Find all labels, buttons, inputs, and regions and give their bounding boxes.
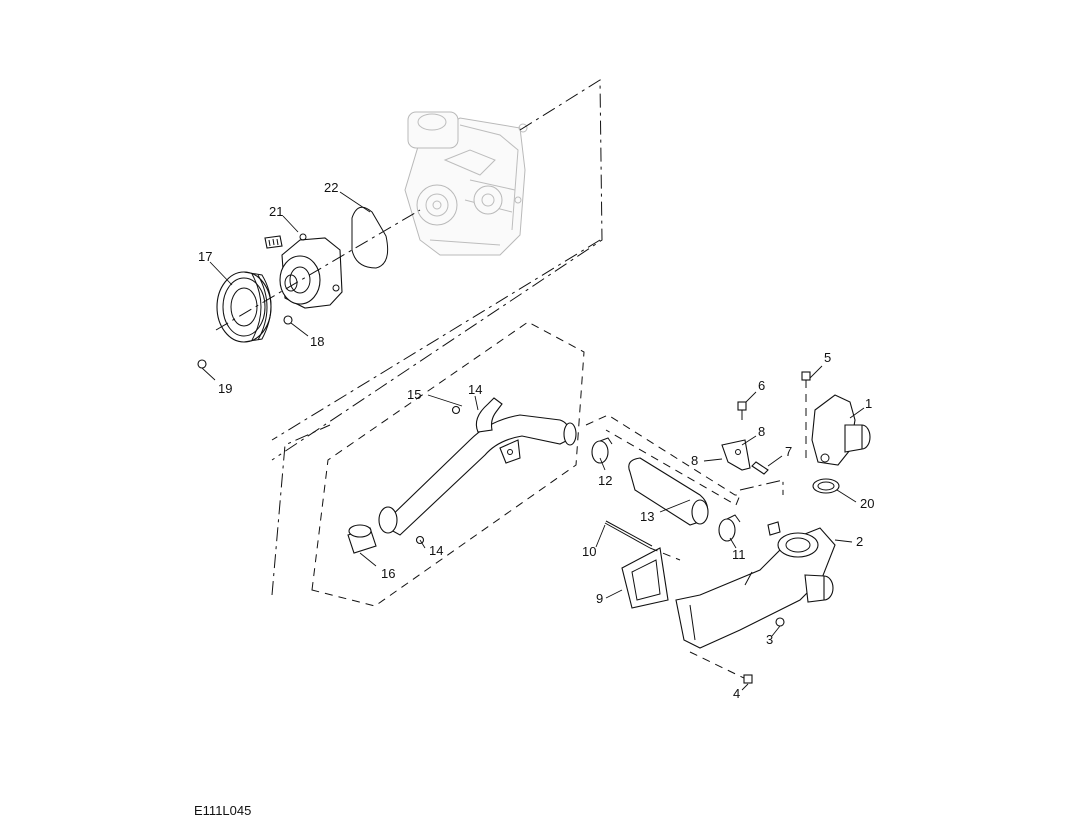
callout-17: 17 [198, 249, 212, 264]
callout-6: 6 [758, 378, 765, 393]
callout-1: 1 [865, 396, 872, 411]
callout-18: 18 [310, 334, 324, 349]
pipe-frame [311, 321, 585, 607]
callout-15: 15 [407, 387, 421, 402]
engine-frame [271, 79, 603, 461]
callout-7: 7 [785, 444, 792, 459]
callout-2: 2 [856, 534, 863, 549]
callout-8-upper: 8 [758, 424, 765, 439]
callout-14-upper: 14 [468, 382, 482, 397]
leader-lines [201, 191, 865, 691]
callout-21: 21 [269, 204, 283, 219]
coolant-outlet-housing [604, 520, 836, 684]
callout-14-lower: 14 [429, 543, 443, 558]
callout-3: 3 [766, 632, 773, 647]
callout-10: 10 [582, 544, 596, 559]
callout-12: 12 [598, 473, 612, 488]
callout-13: 13 [640, 509, 654, 524]
engine-block-ghost [404, 111, 528, 256]
callout-19: 19 [218, 381, 232, 396]
callout-4: 4 [733, 686, 740, 701]
hose-frame [585, 414, 741, 506]
callout-11: 11 [732, 547, 746, 562]
coolant-pipe [347, 397, 577, 554]
water-pump-group [197, 206, 421, 369]
callout-20: 20 [860, 496, 874, 511]
callout-labels: 1 2 3 4 5 6 7 8 8 9 10 11 12 13 14 14 15… [198, 180, 874, 701]
figure-reference-code: E111L045 [194, 803, 252, 818]
hose-and-clamps [591, 437, 741, 542]
callout-16: 16 [381, 566, 395, 581]
callout-9: 9 [596, 591, 603, 606]
callout-5: 5 [824, 350, 831, 365]
callout-22: 22 [324, 180, 338, 195]
center-frame [271, 239, 601, 596]
thermostat-housing [721, 371, 871, 494]
callout-8-lower: 8 [691, 453, 698, 468]
